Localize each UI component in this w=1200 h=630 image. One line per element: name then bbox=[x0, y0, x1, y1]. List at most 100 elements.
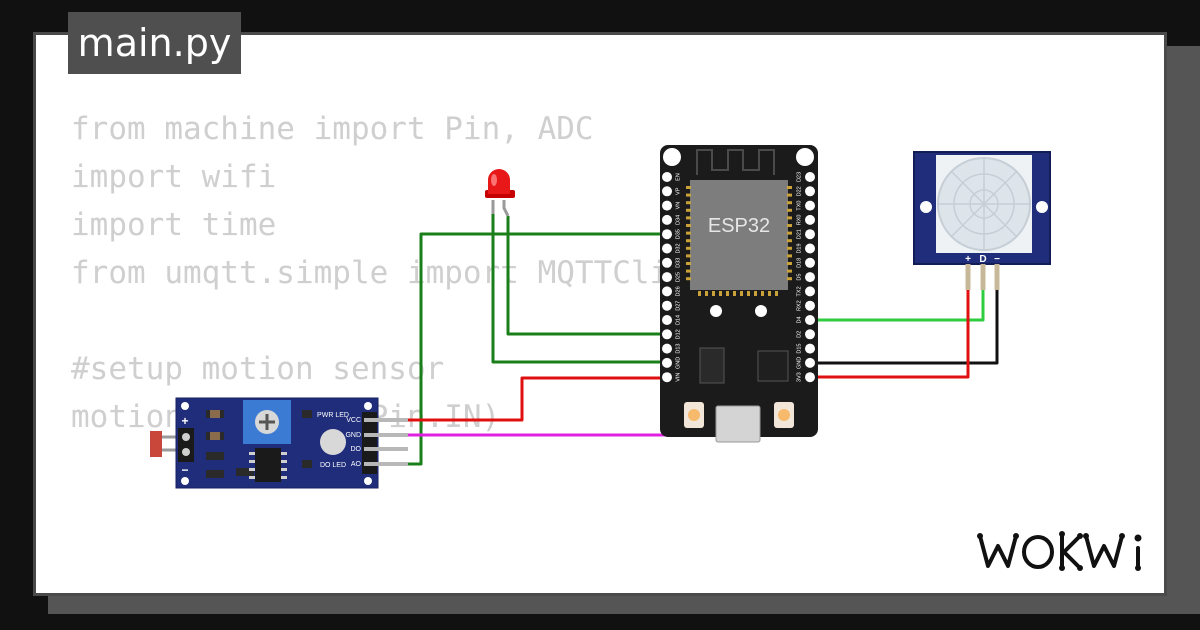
esp32-pin[interactable] bbox=[805, 243, 815, 254]
ldr-pin[interactable] bbox=[364, 462, 408, 466]
module-pad bbox=[787, 186, 792, 189]
esp32-pin[interactable] bbox=[662, 272, 672, 283]
esp32-pin[interactable] bbox=[662, 243, 672, 254]
wire-ldr-vcc[interactable] bbox=[379, 376, 667, 422]
wire-led-anode[interactable] bbox=[506, 216, 667, 336]
photoresistor[interactable] bbox=[150, 431, 178, 457]
esp32-pin[interactable] bbox=[805, 372, 815, 383]
module-pad bbox=[787, 277, 792, 281]
esp32-pin[interactable] bbox=[662, 315, 672, 325]
module-pad bbox=[787, 246, 792, 250]
module-pad bbox=[754, 291, 757, 296]
module-pad bbox=[787, 254, 792, 258]
esp32-pin-label: D14 bbox=[675, 315, 681, 325]
wire-pir-gnd[interactable] bbox=[810, 288, 999, 365]
esp32-pin-label: VIN bbox=[675, 373, 681, 382]
esp32-pin[interactable] bbox=[805, 329, 815, 340]
esp32-pin[interactable] bbox=[662, 257, 672, 268]
esp32-pin-label: D4 bbox=[796, 316, 802, 323]
module-pad bbox=[733, 291, 736, 296]
module-pad bbox=[686, 224, 691, 227]
esp32-pin-label: D27 bbox=[675, 301, 681, 311]
wire-led-cathode[interactable] bbox=[491, 212, 667, 364]
esp32-pin-label: GND bbox=[675, 357, 681, 369]
esp32-pin[interactable] bbox=[662, 300, 672, 311]
ldr-plus-label: + bbox=[181, 414, 188, 428]
esp32-pin[interactable] bbox=[805, 300, 815, 311]
esp32-pin[interactable] bbox=[805, 200, 815, 211]
esp32-pin[interactable] bbox=[805, 286, 815, 297]
esp32-pin-label: D34 bbox=[675, 215, 681, 225]
code-line: from machine import Pin, ADC bbox=[71, 111, 594, 147]
esp32-pin[interactable] bbox=[662, 357, 672, 368]
ldr-pin[interactable] bbox=[364, 418, 408, 422]
esp32-pin[interactable] bbox=[662, 229, 672, 240]
pir-pin[interactable] bbox=[980, 264, 986, 290]
file-tab[interactable]: main.py bbox=[68, 12, 241, 74]
code-line: #setup light bbox=[71, 585, 724, 593]
esp32-pin-label: D22 bbox=[796, 186, 802, 196]
code-line: import time bbox=[71, 207, 277, 243]
esp32-pin[interactable] bbox=[662, 186, 672, 197]
pir-pin-label: − bbox=[994, 254, 1000, 265]
wire-pir-signal[interactable] bbox=[810, 288, 985, 322]
esp32-pin[interactable] bbox=[805, 172, 815, 182]
esp32-pin[interactable] bbox=[805, 186, 815, 197]
ldr-minus-label: − bbox=[181, 463, 188, 477]
pir-pin[interactable] bbox=[965, 264, 971, 290]
module-pad bbox=[787, 239, 792, 243]
esp32-pin[interactable] bbox=[662, 372, 672, 383]
pir-pin[interactable] bbox=[994, 264, 1000, 290]
esp32-pin-label: TX0 bbox=[796, 201, 802, 211]
esp32-pin[interactable] bbox=[805, 229, 815, 240]
module-pad bbox=[768, 291, 771, 296]
esp32-pin[interactable] bbox=[805, 357, 815, 368]
esp32-pin[interactable] bbox=[805, 272, 815, 283]
esp32-pin[interactable] bbox=[805, 315, 815, 325]
module-pad bbox=[787, 262, 792, 265]
ldr-pin[interactable] bbox=[364, 433, 408, 437]
pir-pins: +D− bbox=[965, 254, 1000, 290]
esp32-board[interactable]: ESP32 ENVPVND34D35D32D33D25D26D27D14D12D… bbox=[660, 145, 818, 443]
module-pins bbox=[686, 186, 792, 296]
ldr-module[interactable]: + − PWR bbox=[150, 397, 408, 489]
module-pad bbox=[761, 291, 764, 296]
module-pad bbox=[787, 201, 792, 205]
esp32-pin[interactable] bbox=[805, 214, 815, 225]
esp32-pin-label: D18 bbox=[796, 258, 802, 268]
module-pad bbox=[719, 291, 722, 296]
esp32-pin[interactable] bbox=[662, 200, 672, 211]
ldr-pin[interactable] bbox=[364, 447, 408, 451]
red-led[interactable] bbox=[485, 169, 515, 217]
module-pad bbox=[712, 291, 715, 296]
pir-sensor[interactable]: +D− bbox=[913, 151, 1051, 290]
potentiometer[interactable] bbox=[243, 400, 291, 444]
module-pad bbox=[686, 208, 691, 212]
esp32-pin-label: TX2 bbox=[796, 286, 802, 296]
esp32-pin[interactable] bbox=[805, 343, 815, 354]
ldr-pin-label: VCC bbox=[346, 417, 361, 424]
ldr-pin-label: DO bbox=[351, 446, 362, 453]
module-pad bbox=[686, 193, 691, 197]
esp32-pin[interactable] bbox=[662, 329, 672, 340]
esp32-pin-label: D5 bbox=[796, 274, 802, 281]
wire-pir-vcc[interactable] bbox=[810, 288, 970, 379]
esp32-pin-label: D32 bbox=[675, 243, 681, 253]
pwr-led bbox=[320, 429, 346, 455]
module-pad bbox=[686, 231, 691, 235]
esp32-right-pins: D23D22TX0RX0D21D19D18D5TX2RX2D4D2D15GND3… bbox=[796, 172, 815, 383]
module-pad bbox=[686, 277, 691, 281]
esp32-pin[interactable] bbox=[662, 214, 672, 225]
module-pad bbox=[686, 239, 691, 243]
esp32-pin[interactable] bbox=[662, 172, 672, 182]
esp32-pin[interactable] bbox=[662, 343, 672, 354]
esp32-pin[interactable] bbox=[805, 257, 815, 268]
wire-do-d35[interactable] bbox=[379, 232, 667, 466]
esp32-pin[interactable] bbox=[662, 286, 672, 297]
module-pad bbox=[726, 291, 729, 296]
module-pad bbox=[787, 216, 792, 220]
pwr-led-label: PWR LED bbox=[317, 412, 349, 419]
